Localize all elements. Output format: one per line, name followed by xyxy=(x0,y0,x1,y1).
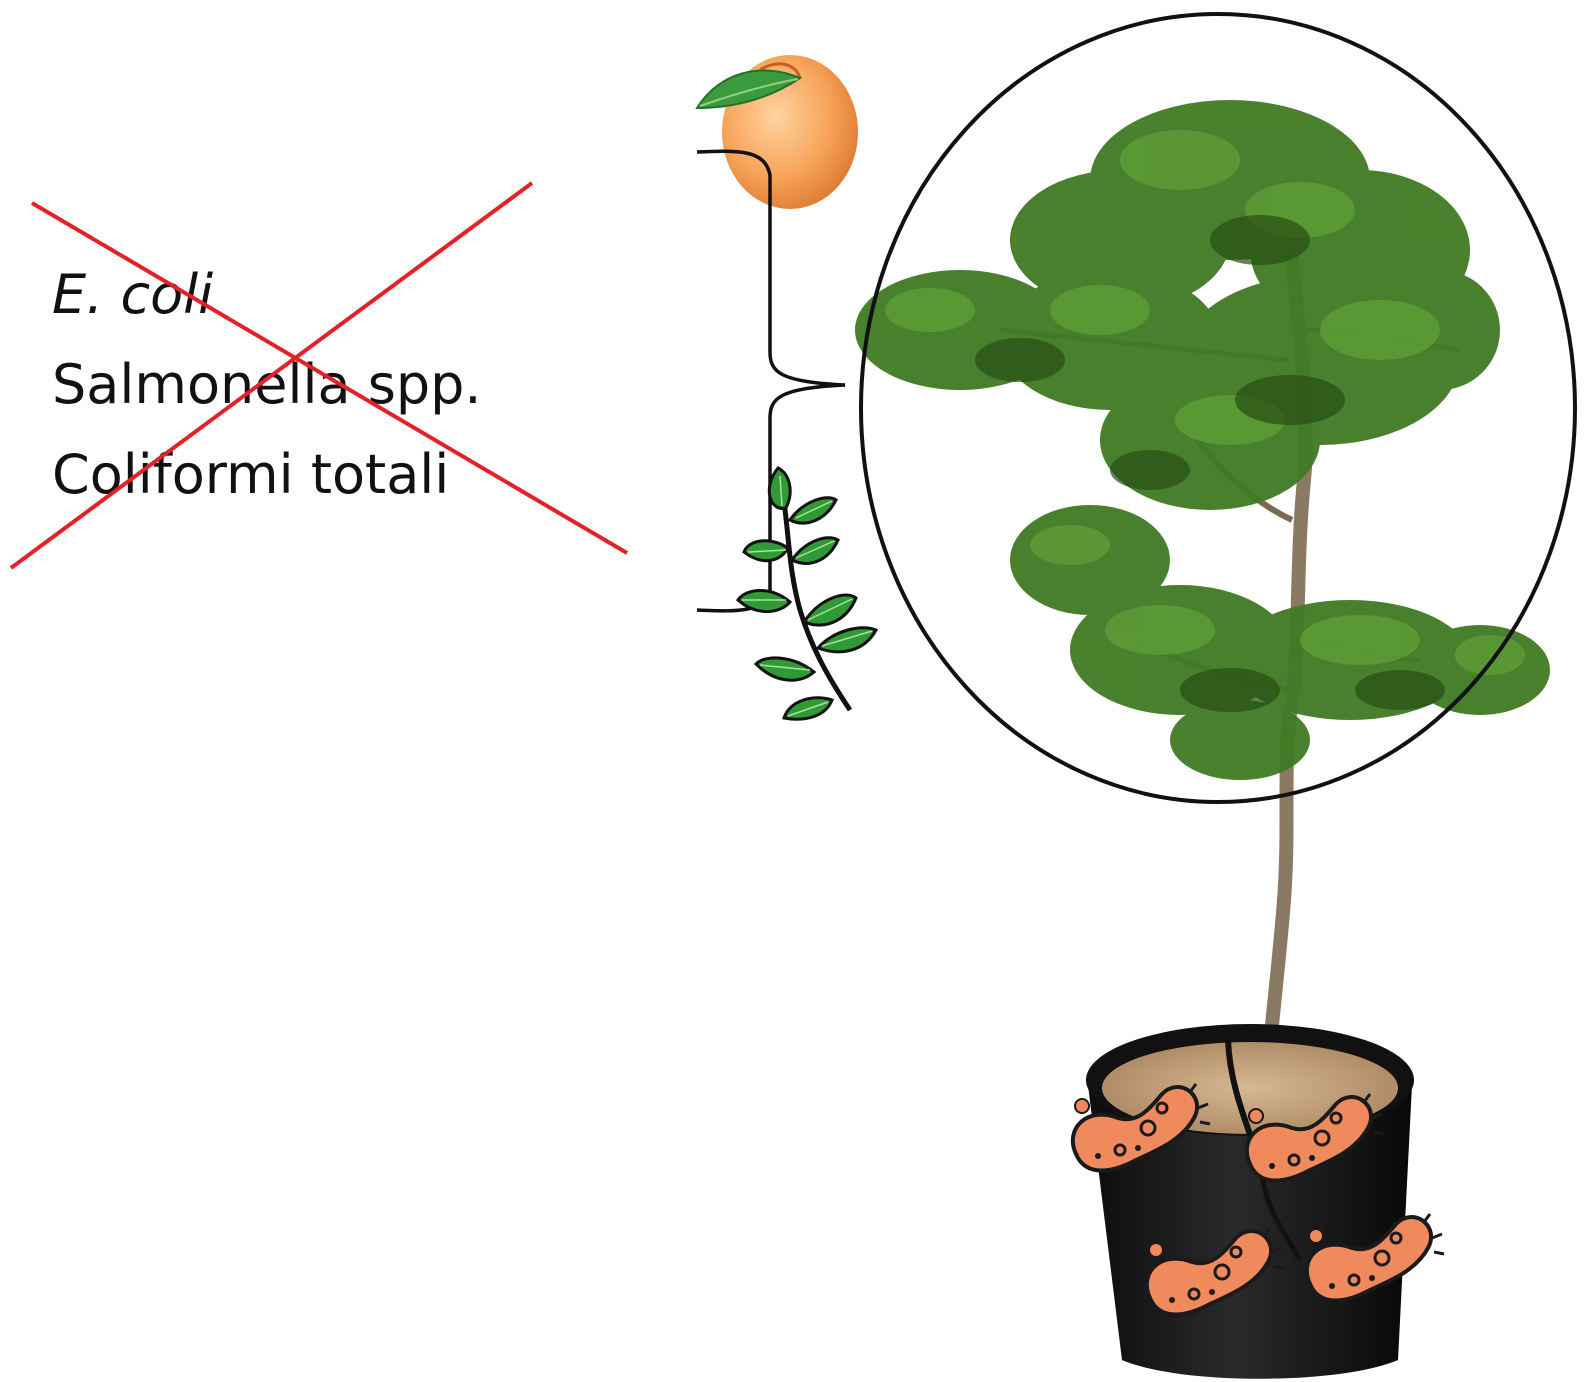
peach-icon xyxy=(697,55,858,209)
tree-illustration xyxy=(855,100,1550,1160)
plant-pot-icon xyxy=(1086,1024,1414,1379)
leaf-branch-icon xyxy=(738,468,876,719)
cross-out-mark xyxy=(11,183,627,568)
